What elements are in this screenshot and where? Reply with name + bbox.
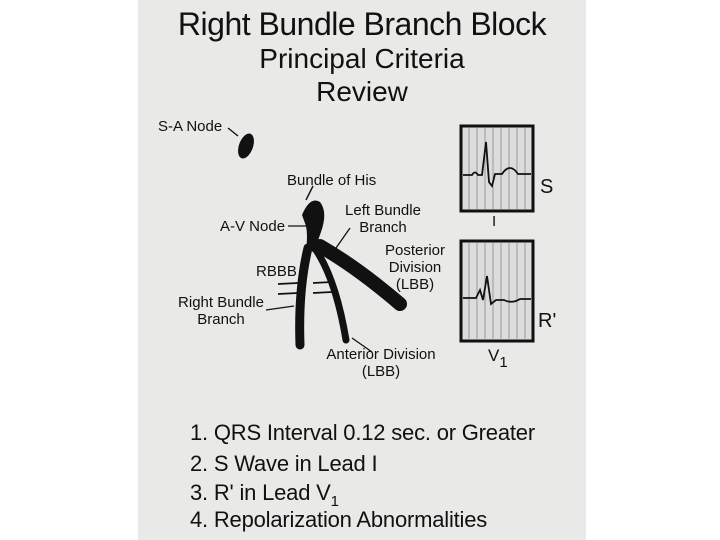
v1-subscript: 1: [499, 354, 508, 371]
left-bundle-branch-label: Left Bundle Branch: [338, 202, 428, 236]
anterior-division-shape: [312, 246, 350, 344]
lead-1-name: I: [492, 213, 497, 230]
left-bundle-branch-line-1: Left Bundle: [345, 202, 421, 219]
slide-sheet: Right Bundle Branch Block Principal Crit…: [138, 0, 586, 540]
av-node-label: A-V Node: [220, 218, 286, 235]
sa-node-pointer: [227, 127, 239, 137]
anterior-line-2: (LBB): [361, 363, 401, 380]
criterion-3-text: 3. R' in Lead V: [190, 480, 331, 505]
posterior-pointer: [367, 279, 382, 285]
posterior-line-1: Posterior: [384, 242, 446, 259]
right-bundle-branch-shape: [295, 243, 313, 350]
anterior-pointer: [351, 337, 373, 353]
posterior-line-2: Division: [388, 259, 442, 276]
criterion-3-subscript: 1: [330, 493, 339, 510]
ecg-lead-v1-strip: [459, 239, 535, 343]
right-bundle-branch-label: Right Bundle Branch: [176, 294, 266, 328]
slide-subtitle-review: Review: [316, 76, 408, 107]
v1-lead-name: V1: [488, 346, 508, 371]
right-bundle-line-1: Right Bundle: [178, 294, 264, 311]
right-bundle-pointer: [265, 305, 295, 311]
anterior-division-label: Anterior Division (LBB): [316, 346, 446, 380]
criterion-1: 1. QRS Interval 0.12 sec. or Greater: [190, 420, 535, 445]
posterior-division-shape: [313, 239, 407, 311]
rbbb-label: RBBB: [256, 263, 297, 280]
right-bundle-line-2: Branch: [197, 311, 245, 328]
his-pointer: [305, 185, 314, 201]
v1-wave-label: R': [538, 310, 557, 332]
slide-subtitle: Principal Criteria: [259, 43, 465, 74]
bundle-of-his-shape: [302, 200, 325, 252]
criterion-2: 2. S Wave in Lead I: [190, 451, 378, 476]
sa-node-shape: [238, 133, 254, 159]
v1-letter: V: [488, 346, 500, 365]
left-bundle-pointer: [335, 227, 351, 249]
ecg-lead-1-strip: [459, 124, 535, 213]
sa-node-label: S-A Node: [158, 118, 223, 135]
anterior-line-1: Anterior Division: [326, 346, 436, 363]
criterion-4: 4. Repolarization Abnormalities: [190, 507, 488, 532]
lead-1-wave-label: S: [540, 176, 554, 198]
criterion-3: 3. R' in Lead V1: [190, 480, 339, 510]
conduction-diagram: [227, 124, 535, 353]
rbbb-block-marks: [277, 281, 333, 295]
bundle-of-his-label: Bundle of His: [287, 172, 377, 189]
slide-title: Right Bundle Branch Block: [177, 6, 547, 42]
posterior-line-3: (LBB): [395, 276, 435, 293]
posterior-division-label: Posterior Division (LBB): [370, 242, 460, 293]
left-bundle-branch-line-2: Branch: [359, 219, 407, 236]
